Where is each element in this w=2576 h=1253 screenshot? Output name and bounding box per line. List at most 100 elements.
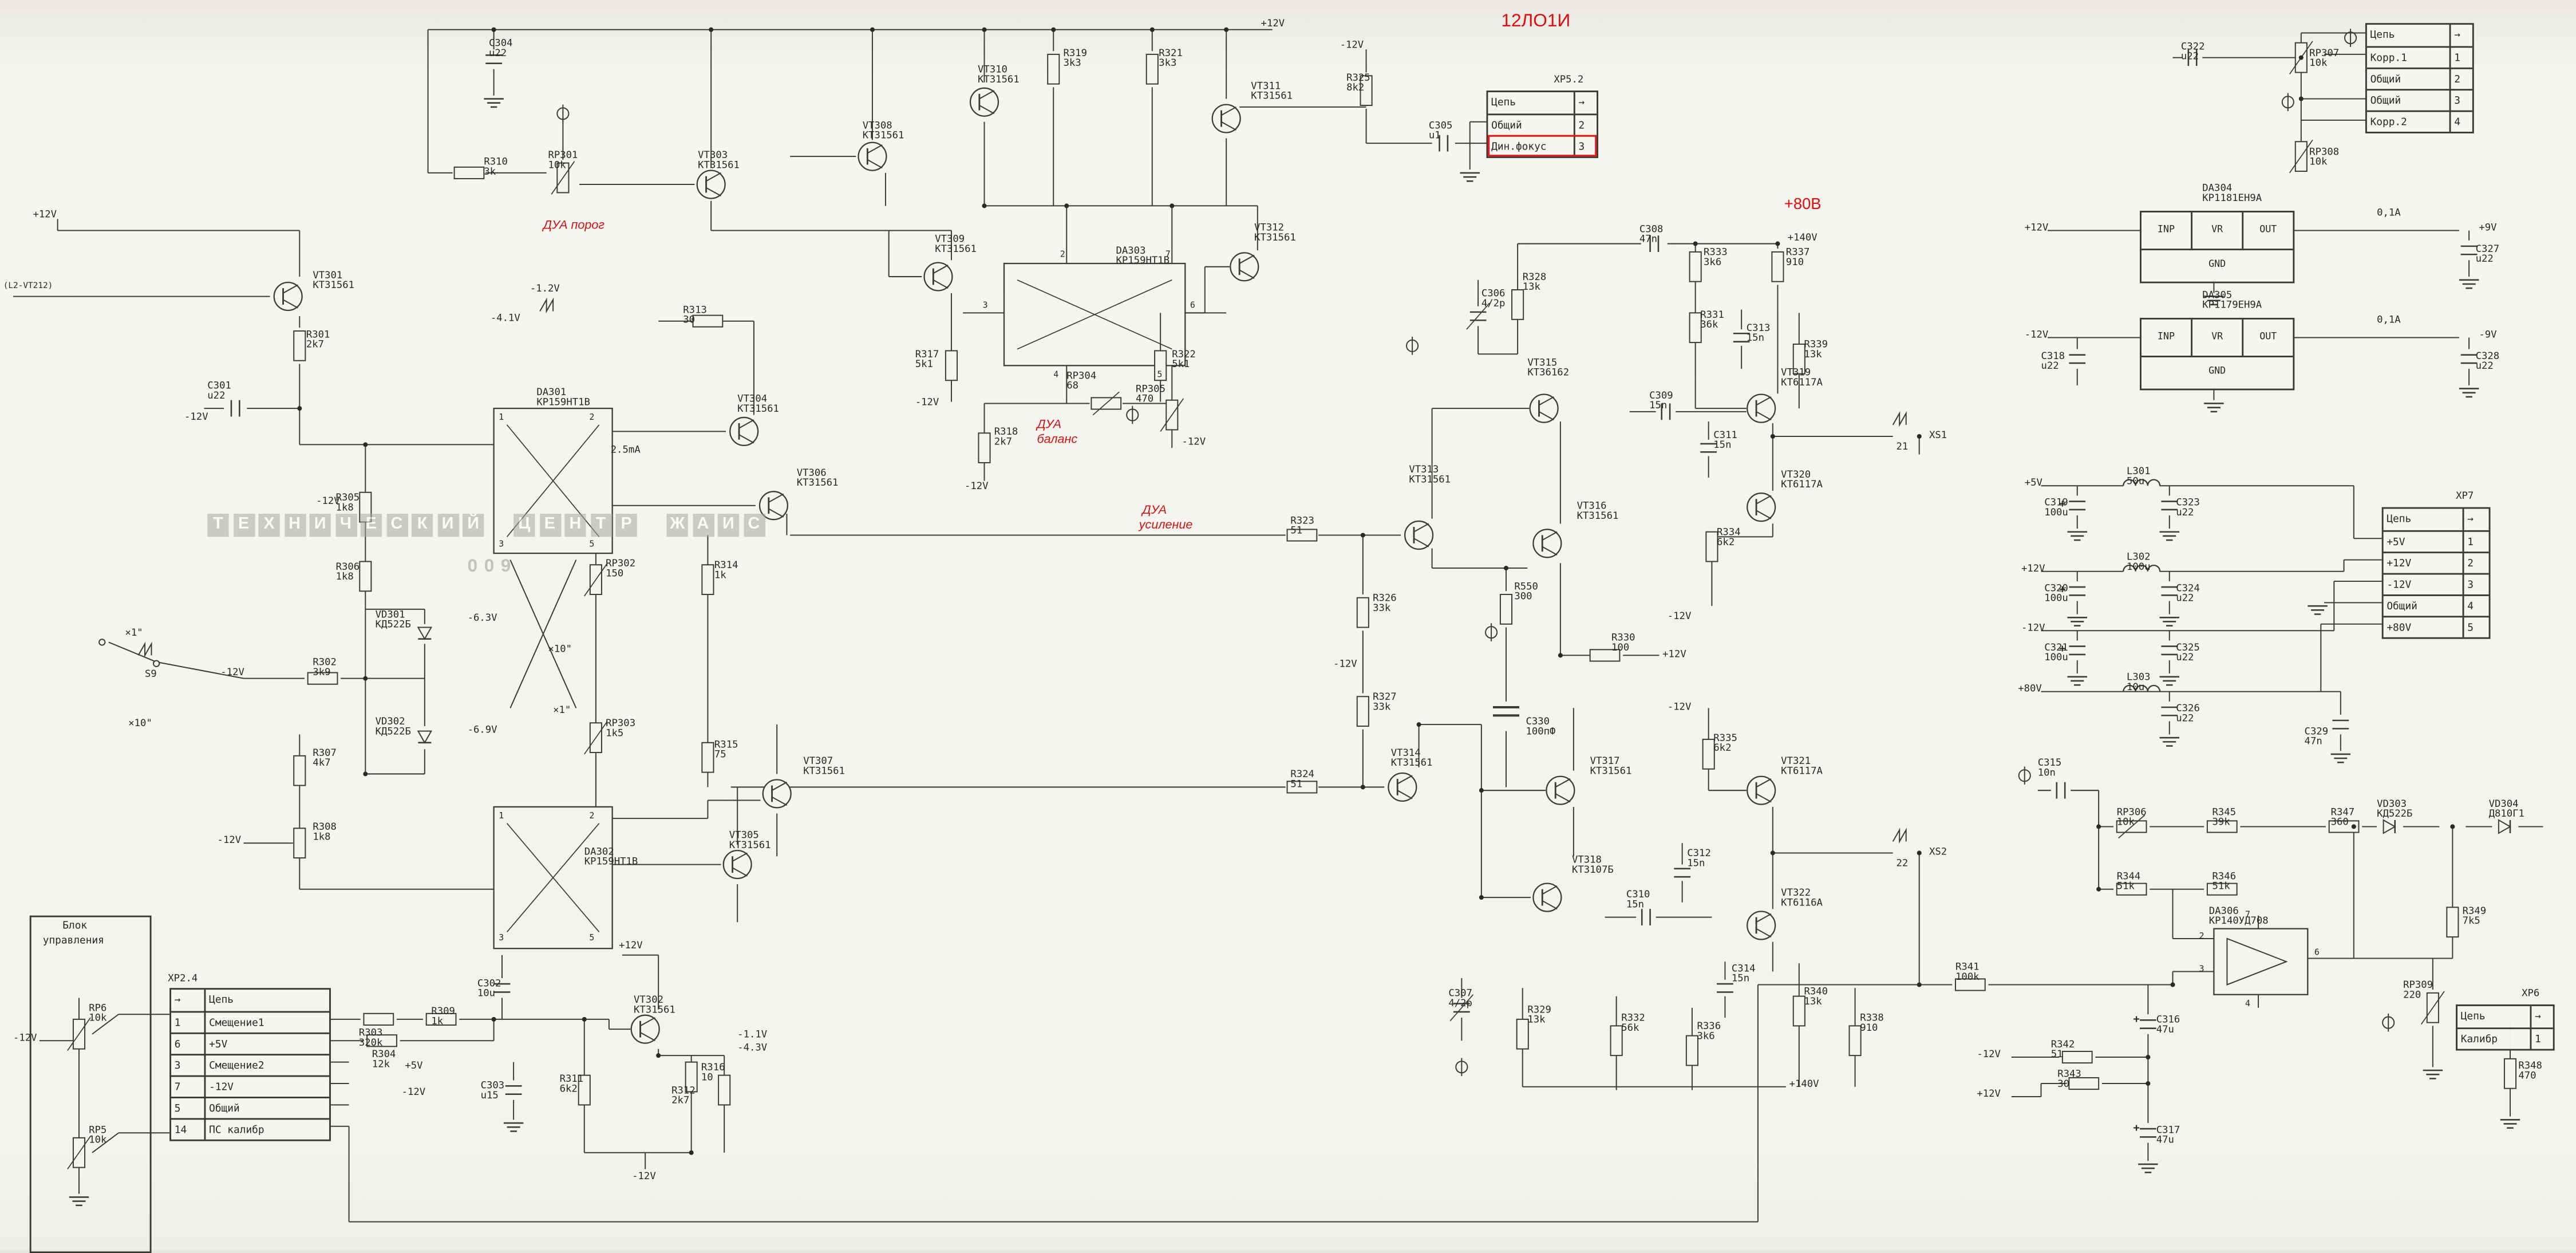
component-label: RP302 150 xyxy=(606,558,636,581)
resistor-symbol xyxy=(1286,781,1318,794)
junction-dot xyxy=(1360,533,1365,538)
table-cell: Дин.фокус xyxy=(1488,135,1574,156)
switch-contact xyxy=(98,639,106,646)
component-label: R309 1k xyxy=(431,1006,455,1029)
resistor-symbol xyxy=(978,432,991,463)
resistor-symbol xyxy=(692,314,724,328)
component-label: R324 51 xyxy=(1290,769,1314,791)
watermark-letter: И xyxy=(717,514,740,537)
component-label: VT321 КТ6117А xyxy=(1781,755,1823,778)
component-label: R319 3k3 xyxy=(1063,48,1088,70)
table-cell: -12V xyxy=(204,1075,330,1097)
wire xyxy=(92,1132,119,1153)
junction-dot xyxy=(1170,203,1175,208)
net-label: -12V xyxy=(964,480,989,492)
resistor-symbol xyxy=(293,755,306,786)
watermark-letter: Р xyxy=(615,514,637,537)
resistor-symbol xyxy=(1689,312,1702,344)
transistor-leg xyxy=(772,781,787,791)
transistor-symbol xyxy=(1747,393,1776,423)
net-label: ×1" xyxy=(553,704,571,716)
component-label: VT322 КТ6116А xyxy=(1781,887,1823,910)
red-annotation: ДУА порог xyxy=(543,217,605,233)
transistor-leg xyxy=(732,867,748,877)
resistor-symbol xyxy=(1705,531,1718,562)
table-cell: Смещение1 xyxy=(204,1011,330,1033)
junction-dot xyxy=(297,406,302,411)
junction-dot xyxy=(1693,241,1698,246)
table-cell: Цепь xyxy=(204,990,330,1011)
net-label: +12V xyxy=(2024,222,2049,234)
pot-wiper xyxy=(67,1136,91,1170)
net-label: -1.2V xyxy=(530,283,560,295)
inductor-symbol xyxy=(2123,565,2161,572)
table-cell: 7 xyxy=(171,1075,204,1097)
net-label: ×1" xyxy=(125,627,143,639)
resistor-symbol xyxy=(1689,251,1702,282)
net-label: -4.1V xyxy=(490,313,520,325)
table-cell: Общий xyxy=(2366,67,2449,89)
transistor-leg xyxy=(1542,531,1558,541)
component-label: L302 100u xyxy=(2127,551,2151,574)
pin-number: 2 xyxy=(589,413,595,423)
table-row: Цепь→ xyxy=(2384,509,2489,530)
component-label: R349 7k5 xyxy=(2462,905,2487,928)
regulator-gnd-label: GND xyxy=(2141,249,2293,282)
table-cell: 2 xyxy=(2462,551,2489,573)
component-label: R305 1k8 xyxy=(335,492,360,515)
net-label: 2.5mA xyxy=(610,444,641,456)
resistor-symbol xyxy=(1356,696,1369,727)
component-label: R337 910 xyxy=(1785,247,1810,269)
pot-wiper xyxy=(584,720,608,755)
pin-number: 1 xyxy=(499,811,504,822)
net-label: -6.3V xyxy=(467,612,497,624)
net-label: + xyxy=(2059,642,2066,656)
net-label: -12V xyxy=(220,667,244,679)
component-label: C306 4/2p xyxy=(1481,288,1506,310)
transistor-symbol xyxy=(1388,772,1417,802)
table-row: →Цепь xyxy=(171,990,329,1011)
connector-tag: XP2.4 xyxy=(168,973,198,985)
component-label: RP306 10k xyxy=(2116,806,2147,829)
component-label: R302 3k9 xyxy=(313,657,337,679)
junction-dot xyxy=(491,1016,496,1022)
net-label: -4.3V xyxy=(737,1042,768,1054)
component-label: R304 12k xyxy=(372,1049,396,1071)
trimmer-arrow xyxy=(1449,994,1474,1022)
net-label: -12V xyxy=(1667,701,1692,714)
net-label: XS1 xyxy=(1929,430,1947,442)
watermark-letter: С xyxy=(386,514,408,537)
regulator-gnd-label: GND xyxy=(2141,356,2293,389)
ic-internal xyxy=(1017,279,1172,350)
transistor-leg xyxy=(640,1031,655,1042)
table-row: Цепь→ xyxy=(1488,92,1597,114)
component-label: R306 1k8 xyxy=(335,561,360,584)
component-label: R346 51k xyxy=(2212,871,2237,893)
resistor-symbol xyxy=(307,672,338,685)
component-label: R338 910 xyxy=(1860,1012,1884,1035)
transistor-symbol xyxy=(729,416,759,446)
transistor-leg xyxy=(1539,411,1554,421)
ic-block xyxy=(493,407,613,554)
component-label: R331 36k xyxy=(1700,309,1724,332)
component-label: RP301 10k xyxy=(548,149,578,172)
sawtooth-icon xyxy=(137,641,152,658)
junction-dot xyxy=(1479,788,1484,793)
net-label: +5V xyxy=(405,1060,423,1072)
component-label: VD302 КД522Б xyxy=(375,716,411,739)
resistor-symbol xyxy=(425,1012,457,1026)
net-label: +12V xyxy=(1662,648,1686,661)
net-label: -12V xyxy=(184,411,208,423)
regulator-pin-label: VR xyxy=(2191,319,2242,356)
pot-wiper xyxy=(551,161,575,195)
table-cell: Цепь xyxy=(1491,97,1516,109)
transistor-symbol xyxy=(1747,775,1776,805)
table-cell: Корр.1 xyxy=(2366,46,2449,68)
component-label: C316 47u xyxy=(2156,1014,2180,1037)
component-label: R336 3k6 xyxy=(1697,1020,1721,1043)
transistor-leg xyxy=(1397,790,1413,799)
component-label: R307 4k7 xyxy=(313,747,337,770)
